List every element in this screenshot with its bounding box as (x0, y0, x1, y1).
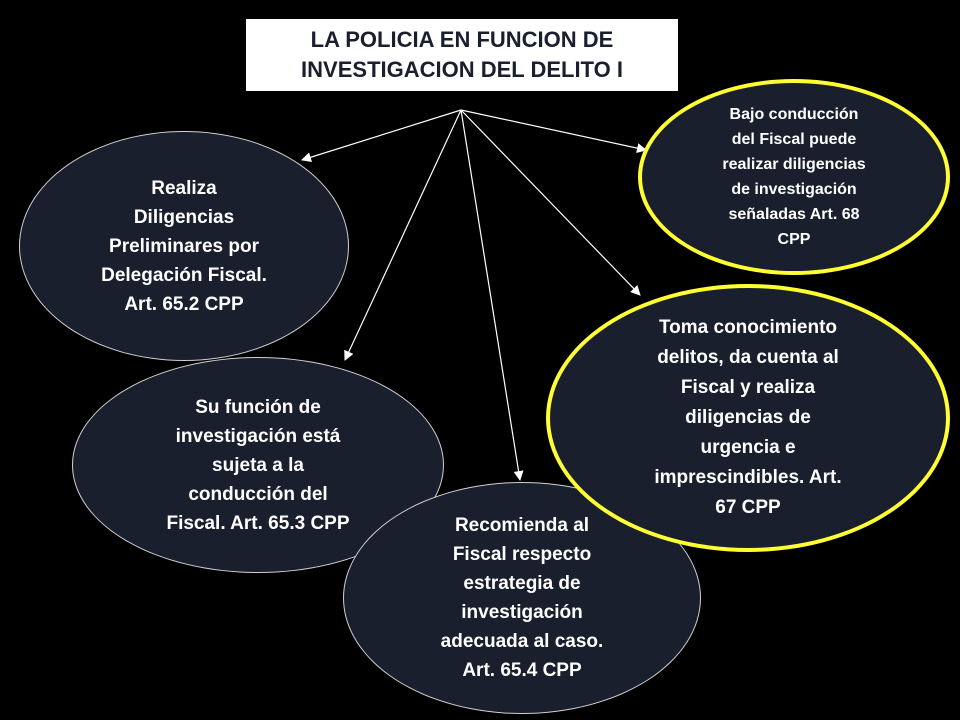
node-realiza-diligencias: Realiza Diligencias Preliminares por Del… (19, 131, 349, 361)
arrow-to-funcion-investigacion (344, 109, 462, 361)
node-toma-conocimiento-text: Toma conocimiento delitos, da cuenta al … (654, 317, 842, 518)
title-line-1: LA POLICIA EN FUNCION DE (310, 27, 614, 52)
node-realiza-diligencias-text: Realiza Diligencias Preliminares por Del… (101, 177, 267, 315)
node-toma-conocimiento: Toma conocimiento delitos, da cuenta al … (546, 284, 950, 552)
node-bajo-conduccion-text: Bajo conducción del Fiscal puede realiza… (722, 106, 866, 248)
node-bajo-conduccion: Bajo conducción del Fiscal puede realiza… (638, 79, 950, 275)
arrow-to-bajo-conduccion (460, 109, 647, 153)
node-recomienda-text: Recomienda al Fiscal respecto estrategia… (440, 515, 604, 681)
diagram-title: LA POLICIA EN FUNCION DE INVESTIGACION D… (246, 19, 678, 91)
title-line-2: INVESTIGACION DEL DELITO I (301, 57, 623, 82)
arrow-to-recomienda (460, 109, 524, 481)
arrow-to-realiza-diligencias (301, 109, 462, 163)
node-funcion-investigacion-text: Su función de investigación está sujeta … (166, 396, 350, 534)
arrow-to-toma-conocimiento (460, 109, 641, 296)
